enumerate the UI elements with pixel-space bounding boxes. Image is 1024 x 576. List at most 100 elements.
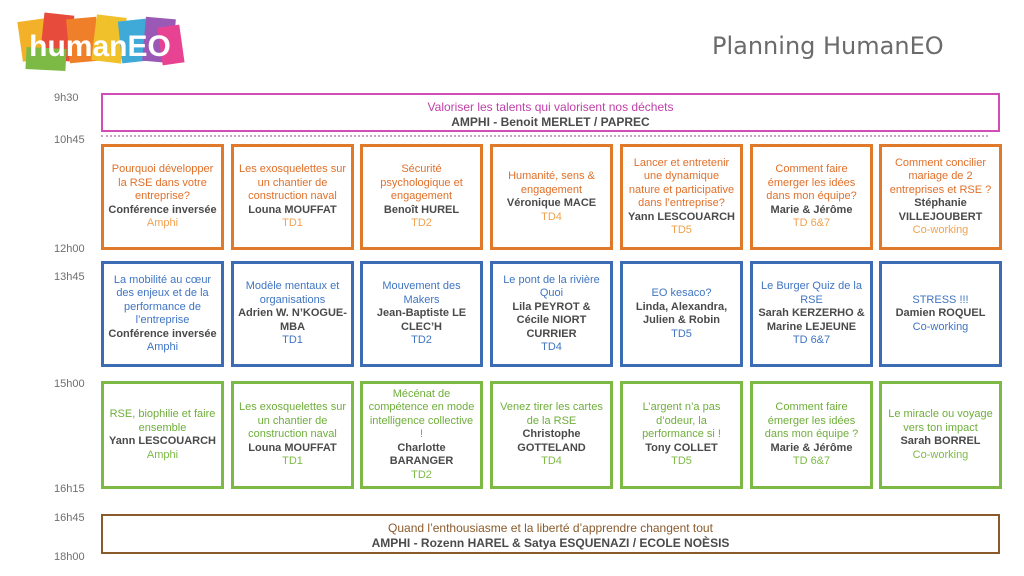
session-title: Les exosquelettes sur un chantier de con… [238,401,346,441]
time-label: 16h15 [54,483,85,495]
session-room: TD4 [541,341,562,353]
session-title: Le miracle ou voyage vers ton impact [888,408,993,434]
session-speaker: Christophe GOTTELAND [517,428,586,454]
session-card[interactable]: Les exosquelettes sur un chantier de con… [231,144,354,250]
session-room: TD2 [411,468,432,481]
session-speaker: Louna MOUFFAT [248,203,337,216]
session-room: Co-working [912,448,969,461]
keynote-banner-top[interactable]: Valoriser les talents qui valorisent nos… [101,93,1000,132]
session-title: Pourquoi développer la RSE dans votre en… [111,163,214,203]
session-title: RSE, biophilie et faire ensemble [109,408,216,434]
session-title: Mouvement des Makers [382,280,461,306]
session-title: Sécurité psychologique et engagement [380,163,463,203]
session-card[interactable]: Pourquoi développer la RSE dans votre en… [101,144,224,250]
session-title: Venez tirer les cartes de la RSE [500,401,603,427]
session-speaker: Lila PEYROT & Cécile NIORT CURRIER [512,300,591,340]
time-label: 12h00 [54,243,85,255]
session-room: TD5 [671,327,692,340]
session-title: Comment concilier mariage de 2 entrepris… [889,156,992,196]
session-card[interactable]: Comment faire émerger les idées dans mon… [750,144,873,250]
session-title: Modèle mentaux et organisations [245,280,340,306]
session-speaker: Louna MOUFFAT [248,441,337,454]
session-room: TD1 [282,334,303,347]
time-label: 15h00 [54,378,85,390]
session-card[interactable]: Mécénat de compétence en mode intelligen… [360,381,483,489]
session-speaker: Yann LESCOUARCH [109,435,216,447]
session-room: TD 6&7 [792,334,831,347]
session-speaker: Sarah KERZERHO & Marine LEJEUNE [758,307,865,333]
session-room: TD4 [541,455,562,468]
humaneo-logo: humanEO [17,12,185,72]
session-speaker: Marie & Jérôme [770,203,853,216]
session-room: TD 6&7 [792,217,831,230]
keynote-banner-bottom[interactable]: Quand l’enthousiasme et la liberté d’app… [101,514,1000,554]
session-title: Le Burger Quiz de la RSE [761,280,862,306]
session-speaker: Damien ROQUEL [895,307,986,320]
session-card[interactable]: Les exosquelettes sur un chantier de con… [231,381,354,489]
session-title: Comment faire émerger les idées dans mon… [764,401,859,441]
session-title: L’argent n’a pas d’odeur, la performance… [642,401,721,441]
page-title: Planning HumanEO [712,32,944,60]
session-room: TD2 [411,334,432,347]
keynote-title: Valoriser les talents qui valorisent nos… [427,100,674,114]
session-card[interactable]: La mobilité au cœur des enjeux et de la … [101,261,224,367]
session-speaker: Charlotte BARANGER [389,441,454,468]
keynote-speaker: AMPHI - Benoit MERLET / PAPREC [451,115,650,129]
divider [101,135,988,137]
session-title: La mobilité au cœur des enjeux et de la … [113,273,212,327]
session-title: EO kesaco? [651,287,712,299]
keynote-speaker: AMPHI - Rozenn HAREL & Satya ESQUENAZI /… [371,536,730,550]
time-label: 16h45 [54,512,85,524]
session-speaker: Stéphanie VILLEJOUBERT [898,197,983,223]
session-room: Amphi [146,341,179,353]
session-speaker: Marie & Jérôme [770,441,853,454]
session-title: Comment faire émerger les idées dans mon… [766,163,857,203]
session-speaker: Tony COLLET [645,441,718,454]
session-room: TD1 [282,455,303,468]
session-card[interactable]: Comment faire émerger les idées dans mon… [750,381,873,489]
session-speaker: Jean-Baptiste LE CLEC’H [376,307,467,333]
session-speaker: Adrien W. N’KOGUE-MBA [238,307,347,333]
session-room: TD2 [411,217,432,230]
time-label: 9h30 [54,92,79,104]
session-room: TD1 [282,217,303,230]
session-speaker: Linda, Alexandra, Julien & Robin [635,300,728,327]
session-title: STRESS !!! [912,293,969,306]
session-room: Amphi [146,217,179,230]
session-title: Humanité, sens & engagement [508,170,595,196]
session-title: Mécénat de compétence en mode intelligen… [368,387,475,441]
session-room: Amphi [146,448,179,461]
session-speaker: Benoît HUREL [383,203,460,216]
time-label: 10h45 [54,134,85,146]
svg-text:humanEO: humanEO [29,30,171,63]
session-title: Le pont de la rivière Quoi [503,273,600,300]
session-speaker: Conférence inversée [108,203,217,216]
session-room: TD5 [671,455,692,468]
session-room: Co-working [912,224,969,236]
session-speaker: Véronique MACE [506,197,597,209]
session-card[interactable]: Comment concilier mariage de 2 entrepris… [879,144,1002,250]
session-title: Lancer et entretenir une dynamique natur… [628,156,735,210]
session-speaker: Yann LESCOUARCH [628,210,735,223]
session-speaker: Sarah BORREL [900,435,981,447]
session-room: TD4 [541,210,562,223]
session-card[interactable]: Lancer et entretenir une dynamique natur… [620,144,743,250]
keynote-title: Quand l’enthousiasme et la liberté d’app… [388,521,713,535]
session-card[interactable]: L’argent n’a pas d’odeur, la performance… [620,381,743,489]
session-title: Les exosquelettes sur un chantier de con… [238,163,346,203]
session-room: TD5 [671,224,692,236]
time-label: 13h45 [54,271,85,283]
session-card[interactable]: EO kesaco?Linda, Alexandra, Julien & Rob… [620,261,743,367]
session-room: Co-working [912,320,969,333]
time-label: 18h00 [54,551,85,563]
